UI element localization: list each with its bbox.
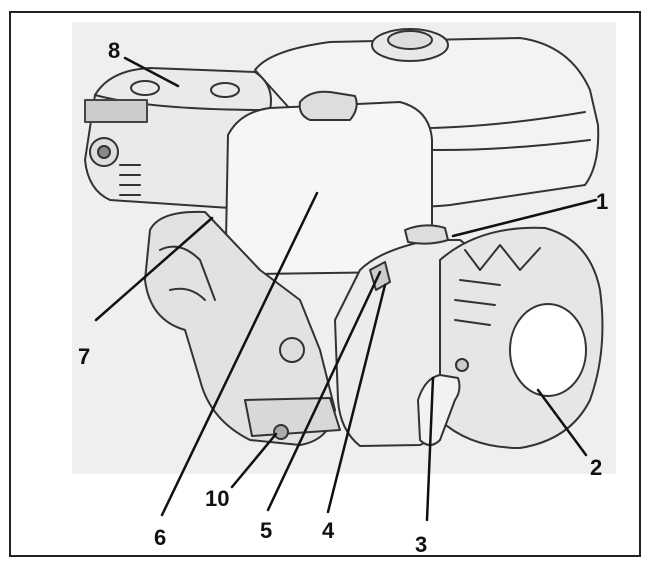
air-cleaner-wingnut	[298, 90, 358, 121]
callout-10: 10	[205, 486, 229, 511]
leader-line-3	[425, 376, 435, 522]
oil-drain-plug	[273, 424, 289, 440]
leader-line-1	[451, 198, 598, 238]
leader-line-8	[123, 56, 180, 88]
callout-2: 2	[590, 455, 602, 480]
callout-7: 7	[78, 344, 90, 369]
callout-5: 5	[260, 518, 272, 543]
callout-1: 1	[596, 189, 608, 214]
leader-line-4	[326, 283, 387, 514]
recoil-handle	[417, 374, 461, 446]
leader-line-5	[266, 270, 382, 512]
engine-block	[144, 210, 336, 446]
callout-8: 8	[108, 38, 120, 63]
starter-pulley-cap	[509, 303, 587, 397]
leader-line-10	[230, 432, 278, 489]
callout-3: 3	[415, 532, 427, 557]
fuel-valve-lever	[404, 224, 449, 245]
leader-line-7	[94, 216, 214, 322]
callout-4: 4	[322, 518, 335, 543]
callout-6: 6	[154, 525, 166, 550]
leader-line-6	[160, 191, 319, 517]
leader-line-2	[536, 388, 588, 457]
oil-drain-base	[244, 397, 341, 437]
